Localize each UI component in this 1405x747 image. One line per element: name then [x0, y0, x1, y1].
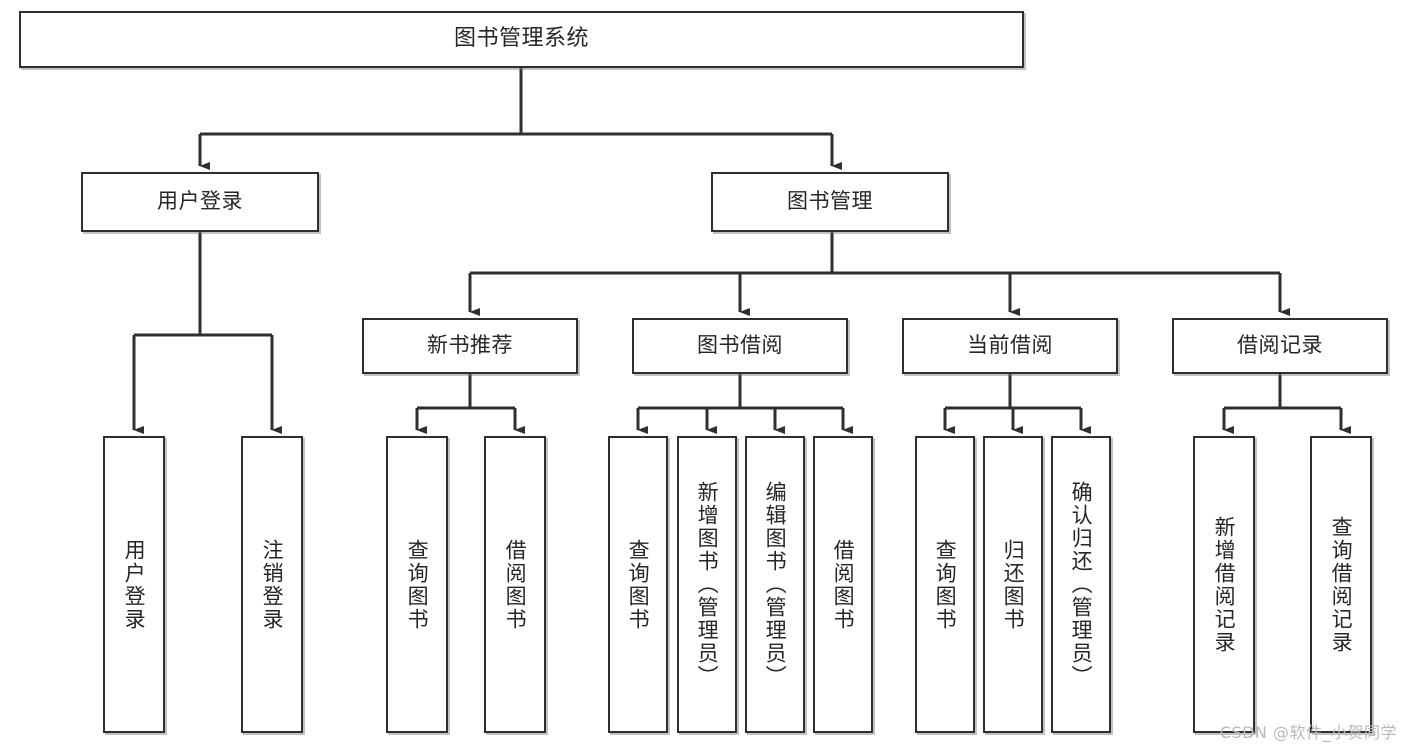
node-leaf-record-add[interactable]: 新增借阅记录 [1193, 436, 1255, 733]
node-leaf-current-query-book-label: 查询图书 [933, 538, 958, 631]
node-borrow-record-label: 借阅记录 [1237, 333, 1323, 358]
node-leaf-borrow-edit-book[interactable]: 编辑图书（管理员） [745, 436, 805, 733]
watermark-text: CSDN @软件_小贺同学 [1219, 723, 1397, 742]
node-leaf-recommend-query-book[interactable]: 查询图书 [386, 436, 448, 733]
node-book-manage[interactable]: 图书管理 [711, 172, 949, 232]
node-borrow-record[interactable]: 借阅记录 [1172, 318, 1388, 374]
node-leaf-borrow-add-book[interactable]: 新增图书（管理员） [677, 436, 737, 733]
node-leaf-borrow-query-book-label: 查询图书 [626, 538, 651, 631]
node-book-manage-label: 图书管理 [787, 189, 873, 214]
node-leaf-current-query-book[interactable]: 查询图书 [915, 436, 975, 733]
node-leaf-user-login[interactable]: 用户登录 [103, 436, 165, 733]
node-leaf-record-search-label: 查询借阅记录 [1329, 515, 1354, 654]
node-root[interactable]: 图书管理系统 [19, 11, 1024, 68]
node-leaf-recommend-query-book-label: 查询图书 [405, 538, 430, 631]
node-current-borrow-label: 当前借阅 [967, 333, 1053, 358]
node-leaf-current-confirm-return-label: 确认归还（管理员） [1069, 481, 1094, 688]
node-leaf-borrow-edit-book-label: 编辑图书（管理员） [763, 481, 788, 688]
node-leaf-user-logout-label: 注销登录 [260, 538, 285, 631]
node-leaf-user-login-label: 用户登录 [122, 538, 147, 631]
node-leaf-borrow-do-borrow[interactable]: 借阅图书 [813, 436, 873, 733]
node-leaf-borrow-add-book-label: 新增图书（管理员） [695, 481, 720, 688]
node-new-book-recommend-label: 新书推荐 [427, 333, 513, 358]
node-book-borrow-label: 图书借阅 [697, 333, 783, 358]
node-new-book-recommend[interactable]: 新书推荐 [362, 318, 578, 374]
node-leaf-current-confirm-return[interactable]: 确认归还（管理员） [1051, 436, 1111, 733]
node-current-borrow[interactable]: 当前借阅 [902, 318, 1118, 374]
node-leaf-current-return-book[interactable]: 归还图书 [983, 436, 1043, 733]
node-user-login-label: 用户登录 [157, 189, 243, 214]
node-leaf-current-return-book-label: 归还图书 [1001, 538, 1026, 631]
node-leaf-recommend-borrow-book-label: 借阅图书 [503, 538, 528, 631]
node-leaf-borrow-do-borrow-label: 借阅图书 [831, 538, 856, 631]
node-book-borrow[interactable]: 图书借阅 [632, 318, 848, 374]
node-leaf-user-logout[interactable]: 注销登录 [241, 436, 303, 733]
node-leaf-record-search[interactable]: 查询借阅记录 [1310, 436, 1372, 733]
node-leaf-record-add-label: 新增借阅记录 [1212, 515, 1237, 654]
node-root-label: 图书管理系统 [453, 26, 589, 52]
node-leaf-recommend-borrow-book[interactable]: 借阅图书 [484, 436, 546, 733]
node-user-login[interactable]: 用户登录 [81, 172, 319, 232]
node-leaf-borrow-query-book[interactable]: 查询图书 [608, 436, 668, 733]
